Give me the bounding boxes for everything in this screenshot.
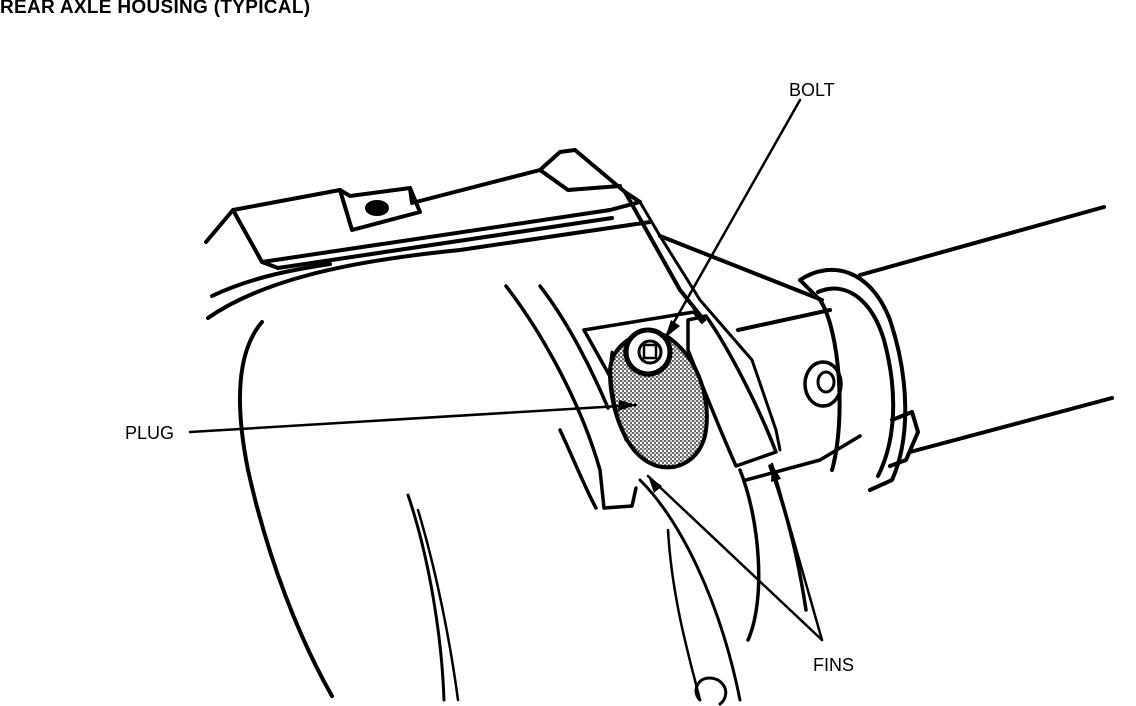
fins-leader-line-right bbox=[770, 462, 824, 642]
plug-leader-line bbox=[188, 403, 638, 434]
fins-leader-line-left bbox=[646, 474, 824, 642]
leader-lines bbox=[188, 98, 824, 642]
leader-arrowheads bbox=[618, 320, 781, 493]
bolt-leader-line bbox=[663, 98, 802, 340]
fins-label: FINS bbox=[813, 655, 855, 675]
housing-body bbox=[206, 190, 782, 706]
bolt-label: BOLT bbox=[789, 80, 835, 100]
fin-left bbox=[504, 284, 638, 510]
diagram-title: REAR AXLE HOUSING (TYPICAL) bbox=[0, 0, 311, 18]
housing-cover bbox=[204, 148, 642, 270]
plug-label: PLUG bbox=[125, 423, 175, 443]
bolt-head bbox=[623, 327, 673, 377]
axle-tube bbox=[658, 205, 1114, 492]
